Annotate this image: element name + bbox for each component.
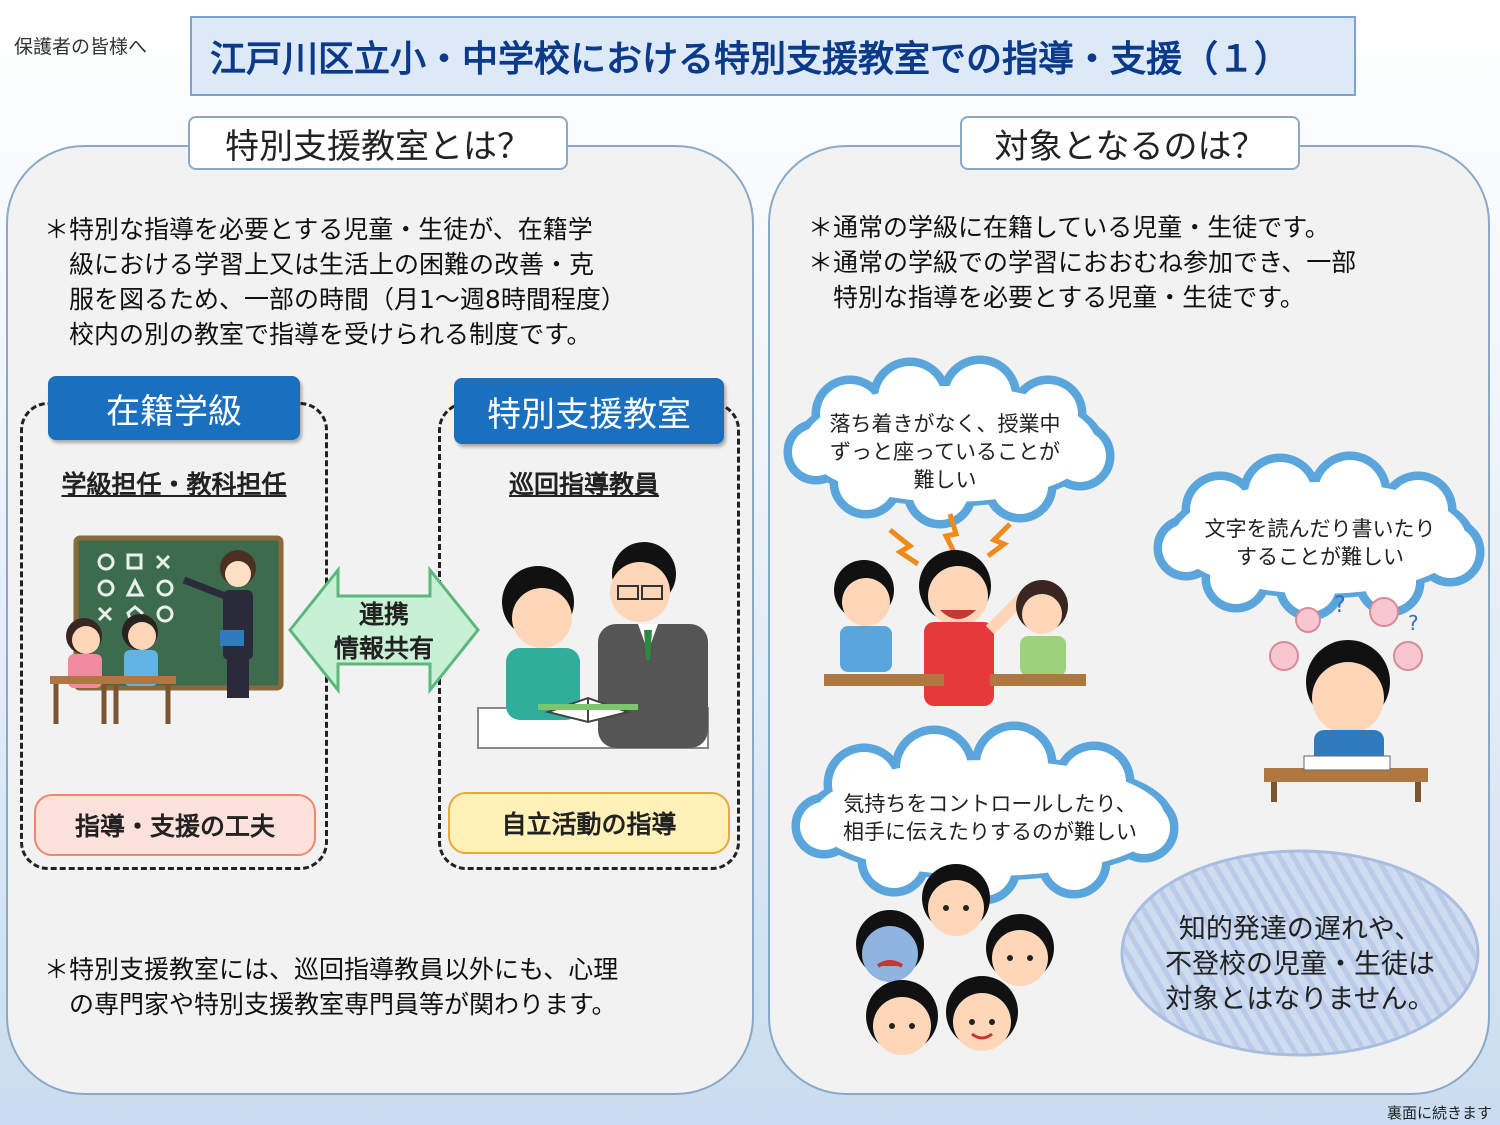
cloud-line: することが難しい: [1236, 545, 1404, 569]
arrow-line: 情報共有: [333, 634, 434, 663]
intro-line: 級における学習上又は生活上の困難の改善・克: [69, 250, 595, 279]
collaboration-label: 連携 情報共有: [312, 598, 456, 666]
thought-cloud: [1153, 451, 1485, 621]
double-arrow-icon: [288, 565, 480, 695]
footnote-paragraph: ＊特別支援教室には、巡回指導教員以外にも、心理 の専門家や特別支援教室専門員等が…: [44, 952, 618, 1022]
intro-line: 校内の別の教室で指導を受けられる制度です。: [69, 320, 592, 349]
intro-line: ＊特別な指導を必要とする児童・生徒が、在籍学: [44, 215, 593, 244]
thought-cloud: [783, 355, 1115, 529]
footnote-line: の専門家や特別支援教室専門員等が関わります。: [69, 990, 617, 1019]
left-panel-heading: 特別支援教室とは？: [188, 116, 568, 170]
tutoring-illustration: [477, 542, 709, 749]
right-panel-heading: 対象となるのは？: [960, 116, 1300, 170]
restless-students-illustration: [824, 513, 1086, 706]
exclusion-text: 知的発達の遅れや、 不登校の児童・生徒は 対象とはなりません。: [1140, 912, 1460, 1017]
thought-cloud: [791, 721, 1179, 905]
arrow-line: 連携: [358, 600, 409, 629]
cloud-text: 文字を読んだり書いたり することが難しい: [1180, 515, 1460, 571]
page-title: 江戸川区立小・中学校における特別支援教室での指導・支援（１）: [190, 16, 1356, 96]
target-line: 特別な指導を必要とする児童・生徒です。: [833, 283, 1305, 312]
target-line: ＊通常の学級での学習におおむね参加でき、一部: [808, 248, 1357, 277]
cloud-text: 気持ちをコントロールしたり、 相手に伝えたりするのが難しい: [810, 790, 1170, 846]
emotional-faces-illustration: [856, 864, 1054, 1055]
support-room-label: 特別支援教室: [454, 378, 724, 444]
cloud-line: 気持ちをコントロールしたり、: [843, 792, 1137, 816]
cloud-line: 落ち着きがなく、授業中: [829, 412, 1061, 436]
exclusion-line: 不登校の児童・生徒は: [1165, 949, 1435, 980]
teaching-support-pill: 指導・支援の工夫: [34, 794, 316, 856]
support-room-role: 巡回指導教員: [508, 470, 659, 499]
cloud-line: ずっと座っていることが: [830, 440, 1060, 464]
footnote-line: ＊特別支援教室には、巡回指導教員以外にも、心理: [44, 955, 619, 984]
cloud-line: 文字を読んだり書いたり: [1204, 517, 1436, 541]
exclusion-line: 知的発達の遅れや、: [1178, 914, 1422, 945]
independence-activity-pill: 自立活動の指導: [448, 792, 730, 854]
svg-text:?: ?: [1408, 611, 1419, 635]
exclusion-oval: [1120, 849, 1480, 1057]
target-line: ＊通常の学級に在籍している児童・生徒です。: [808, 213, 1330, 242]
cloud-line: 相手に伝えたりするのが難しい: [843, 820, 1137, 844]
classroom-illustration: [50, 535, 284, 724]
exclusion-line: 対象とはなりません。: [1165, 984, 1435, 1015]
cloud-text: 落ち着きがなく、授業中 ずっと座っていることが 難しい: [800, 410, 1090, 494]
cloud-line: 難しい: [913, 468, 977, 492]
target-paragraph: ＊通常の学級に在籍している児童・生徒です。 ＊通常の学級での学習におおむね参加で…: [808, 210, 1356, 315]
svg-text:?: ?: [1334, 593, 1346, 618]
continued-note: 裏面に続きます: [1386, 1104, 1492, 1122]
intro-line: 服を図るため、一部の時間（月1～週8時間程度）: [69, 285, 626, 314]
intro-paragraph: ＊特別な指導を必要とする児童・生徒が、在籍学 級における学習上又は生活上の困難の…: [44, 212, 626, 352]
homeroom-role: 学級担任・教科担任: [61, 470, 287, 499]
homeroom-label: 在籍学級: [48, 376, 300, 440]
confused-student-illustration: ? ?: [1264, 593, 1428, 802]
addressee-text: 保護者の皆様へ: [14, 36, 148, 58]
